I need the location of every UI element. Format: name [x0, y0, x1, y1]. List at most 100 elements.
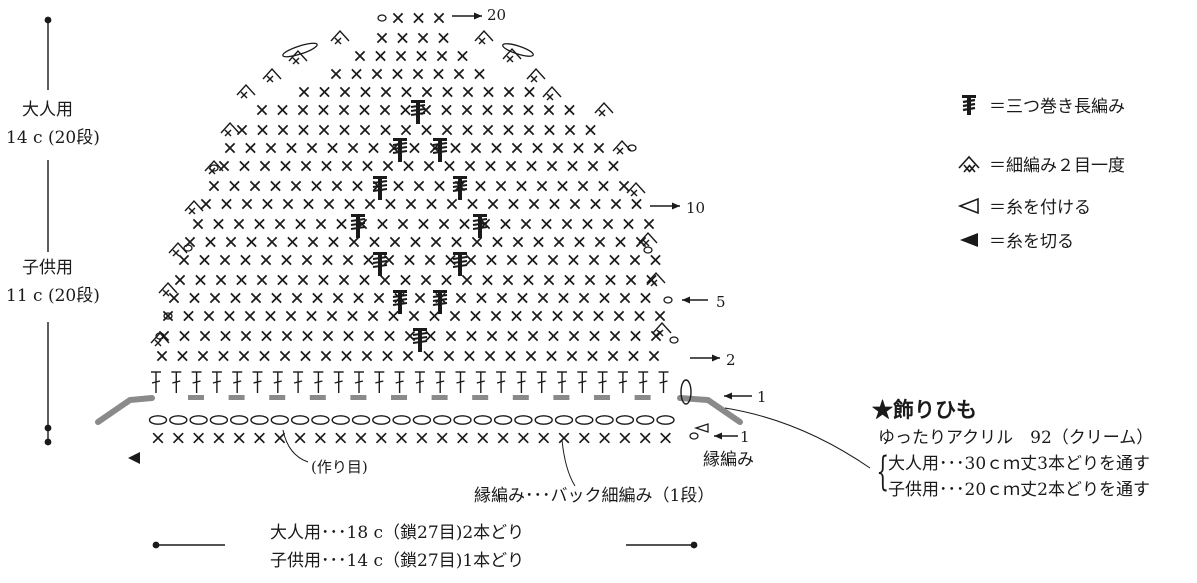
- sc-stitch-mark: [307, 236, 319, 248]
- dc-stitch-post: [253, 380, 262, 384]
- cord-title: ★飾りひも: [872, 397, 977, 422]
- sc-stitch-mark: [434, 180, 445, 192]
- sc-stitch-mark: [331, 180, 343, 192]
- sc-stitch-mark: [245, 142, 256, 154]
- sc-stitch-mark: [558, 292, 569, 304]
- sc-stitch-mark: [348, 236, 360, 248]
- triple-treble-stitch: [392, 298, 408, 302]
- triple-treble-stitch: [372, 264, 388, 268]
- dc-stitch-post: [456, 380, 465, 384]
- sc-stitch-mark: [417, 32, 429, 44]
- foundation-label: (作り目): [311, 458, 368, 476]
- bottom-adult: 大人用･･･18 c（鎖27目)2本どり: [270, 523, 525, 543]
- sc-stitch-mark: [318, 104, 329, 116]
- sc-stitch-mark: [401, 86, 412, 98]
- sc-stitch-mark: [240, 254, 251, 266]
- sc-stitch-mark: [465, 254, 477, 266]
- sc-stitch-mark: [619, 432, 631, 444]
- sc-stitch-mark: [413, 180, 425, 192]
- sc-stitch-mark: [380, 86, 392, 98]
- sc-stitch-mark: [265, 310, 276, 322]
- single-crochet-2-together-icon: [958, 155, 980, 173]
- sc-stitch-mark: [280, 160, 291, 172]
- sc-stitch-mark: [619, 292, 631, 304]
- sc-stitch-mark: [474, 68, 485, 80]
- sc-stitch-mark: [660, 432, 671, 444]
- sc-stitch-mark: [359, 104, 370, 116]
- sc2tog-stitch: [546, 93, 554, 101]
- cord-child: 子供用･･･20ｃｍ丈2本どりを通す: [888, 480, 1150, 500]
- chain-stitch: [514, 415, 533, 425]
- triple-treble-stitch: [438, 138, 442, 162]
- sc-stitch-mark: [610, 198, 622, 210]
- sc-stitch-mark: [426, 198, 437, 210]
- sc-stitch-mark: [295, 218, 306, 230]
- sc-stitch-mark: [224, 142, 236, 154]
- sc-stitch-mark: [281, 254, 292, 266]
- sc-stitch-mark: [249, 180, 261, 192]
- chain-stitch: [311, 415, 330, 425]
- sc-stitch-mark: [634, 310, 645, 322]
- sc-stitch-mark: [244, 310, 256, 322]
- sc-stitch-mark: [397, 32, 408, 44]
- sc2tog-stitch: [474, 29, 494, 42]
- sc-stitch-mark: [424, 254, 436, 266]
- sc-stitch-mark: [384, 330, 395, 342]
- left-child-label: 子供用: [22, 258, 73, 278]
- sc2tog-stitch: [652, 321, 672, 334]
- foundation-leader-line: [282, 429, 309, 463]
- sc-stitch-mark: [590, 198, 601, 210]
- cord-end-right: [677, 395, 743, 425]
- sc2tog-stitch: [630, 189, 638, 197]
- triple-treble-stitch: [458, 252, 462, 276]
- sc-stitch-mark: [650, 254, 661, 266]
- sc-stitch-mark: [301, 254, 313, 266]
- sc-stitch-mark: [250, 292, 262, 304]
- sc-stitch-mark: [254, 218, 265, 230]
- sc-stitch-mark: [298, 124, 309, 136]
- sc-stitch-mark: [339, 86, 351, 98]
- sc-stitch-mark: [643, 218, 655, 230]
- sc-stitch-mark: [382, 160, 394, 172]
- sc-stitch-mark: [410, 236, 421, 248]
- sc-stitch-mark: [517, 292, 528, 304]
- sc-stitch-mark: [442, 86, 453, 98]
- sc-stitch-mark: [423, 160, 435, 172]
- sc-stitch-mark: [400, 124, 412, 136]
- sc-stitch-mark: [573, 142, 584, 154]
- chain-stitch: [473, 415, 492, 425]
- sc-stitch-mark: [516, 180, 527, 192]
- dc-stitch-post: [395, 380, 404, 384]
- sc-stitch-mark: [330, 68, 342, 80]
- sc-stitch-mark: [557, 180, 568, 192]
- row-arrow-20: [474, 12, 482, 20]
- triple-treble-crochet-icon: [962, 94, 976, 115]
- sc-stitch-mark: [523, 274, 534, 286]
- sc-stitch-mark: [238, 350, 250, 362]
- cord-segment: [228, 395, 245, 400]
- chain-stitch: [189, 415, 208, 425]
- sc2tog-stitch: [650, 279, 658, 287]
- sc2tog-stitch: [240, 91, 248, 99]
- sc-stitch-mark: [236, 124, 248, 136]
- chain-stitch: [209, 415, 229, 425]
- sc-stitch-mark: [347, 142, 359, 154]
- dc-stitch-post: [598, 380, 607, 384]
- triple-treble-stitch: [398, 138, 402, 162]
- sc-stitch-mark: [462, 86, 474, 98]
- cut-yarn-marker: [128, 452, 140, 464]
- sc-stitch-mark: [475, 180, 486, 192]
- sc-stitch-mark: [221, 198, 232, 210]
- sc-stitch-mark: [569, 198, 581, 210]
- sc-stitch-mark: [379, 274, 391, 286]
- triple-treble-stitch: [412, 340, 428, 344]
- sc-stitch-mark: [445, 330, 457, 342]
- dc-stitch-post: [659, 380, 668, 384]
- sc-stitch-mark: [470, 142, 482, 154]
- sc-stitch-mark: [482, 124, 494, 136]
- sc-stitch-mark: [538, 432, 550, 444]
- row-marker-5: 5: [716, 293, 726, 311]
- sc-stitch-mark: [213, 432, 225, 444]
- edging-leader-line: [561, 439, 576, 487]
- dc-stitch-post: [354, 380, 364, 384]
